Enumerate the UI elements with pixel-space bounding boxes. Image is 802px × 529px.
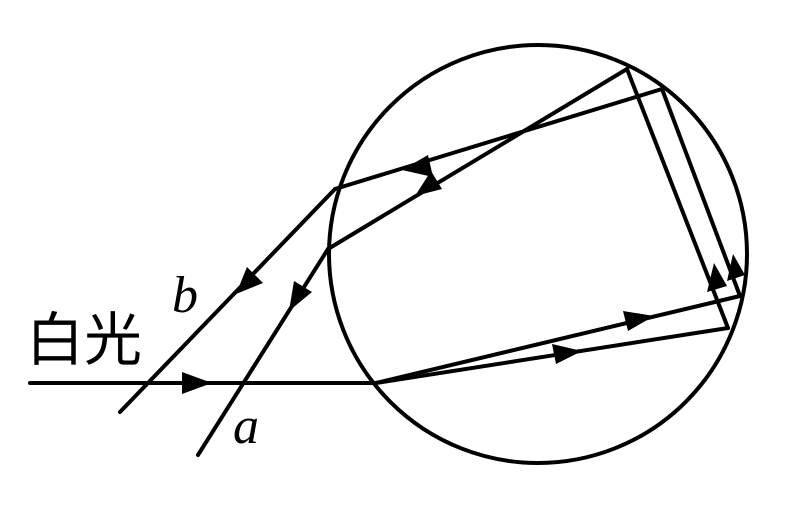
incident-light-label: 白光 bbox=[26, 306, 142, 374]
incident-arrow-icon bbox=[182, 372, 212, 394]
ray-a-reflection-2 bbox=[333, 87, 664, 191]
ray-b-label: b bbox=[172, 267, 198, 324]
ray-a-exit-upper bbox=[118, 187, 337, 414]
ray-b-reflection-1-arrow-icon bbox=[707, 263, 727, 292]
water-droplet bbox=[327, 43, 749, 465]
ray-a-refracted bbox=[374, 294, 742, 385]
ray-a-reflection-2-arrow-icon bbox=[402, 155, 433, 177]
ray-b-reflection-2 bbox=[326, 67, 629, 251]
ray-b-refracted-arrow-icon bbox=[552, 344, 582, 364]
ray-b-exit-lower bbox=[196, 247, 330, 457]
ray-a-refracted-arrow-icon bbox=[623, 311, 654, 331]
ray-a-reflection-1 bbox=[660, 87, 742, 298]
ray-a-exit-upper-arrow-icon bbox=[236, 267, 263, 294]
ray-b-refracted bbox=[374, 326, 730, 385]
ray-b-reflection-2-arrow-icon bbox=[415, 171, 442, 196]
ray-b-exit-lower-arrow-icon bbox=[289, 281, 312, 311]
ray-a-label: a bbox=[233, 398, 259, 455]
ray-a-reflection-1-arrow-icon bbox=[727, 254, 745, 281]
